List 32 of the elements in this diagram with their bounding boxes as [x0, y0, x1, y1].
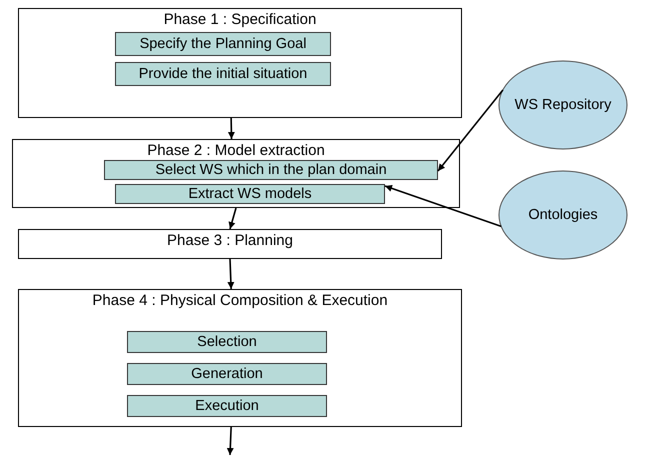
arrow — [227, 258, 234, 290]
arrow — [228, 208, 237, 230]
ellipse-node — [498, 170, 628, 260]
task-box — [127, 331, 327, 353]
phase-box — [18, 8, 462, 118]
task-label: Select WS which in the plan domain — [155, 162, 387, 178]
phase-box — [12, 139, 460, 208]
phase-title: Phase 4 : Physical Composition & Execution — [91, 292, 389, 309]
task-box — [104, 160, 438, 180]
task-box — [115, 184, 385, 204]
task-label: Execution — [195, 398, 259, 414]
task-label: Generation — [191, 366, 263, 382]
phase-title: Phase 1 : Specification — [162, 11, 318, 28]
task-label: Selection — [197, 334, 257, 350]
arrow — [437, 89, 504, 172]
arrow — [228, 118, 235, 140]
task-box — [127, 395, 327, 417]
phase-title: Phase 3 : Planning — [166, 232, 294, 249]
task-box — [115, 62, 331, 86]
arrow — [384, 185, 502, 228]
ellipse-label: WS Repository — [514, 97, 612, 113]
ellipse-label: Ontologies — [528, 207, 598, 223]
arrow — [226, 426, 234, 456]
phase-title: Phase 2 : Model extraction — [146, 142, 326, 159]
task-label: Provide the initial situation — [138, 66, 308, 82]
task-box — [127, 363, 327, 385]
ellipse-node — [498, 60, 628, 150]
task-label: Extract WS models — [188, 186, 312, 202]
task-label: Specify the Planning Goal — [140, 36, 306, 52]
phase-box — [18, 289, 462, 427]
phase-box — [18, 229, 442, 259]
task-box — [115, 32, 331, 56]
